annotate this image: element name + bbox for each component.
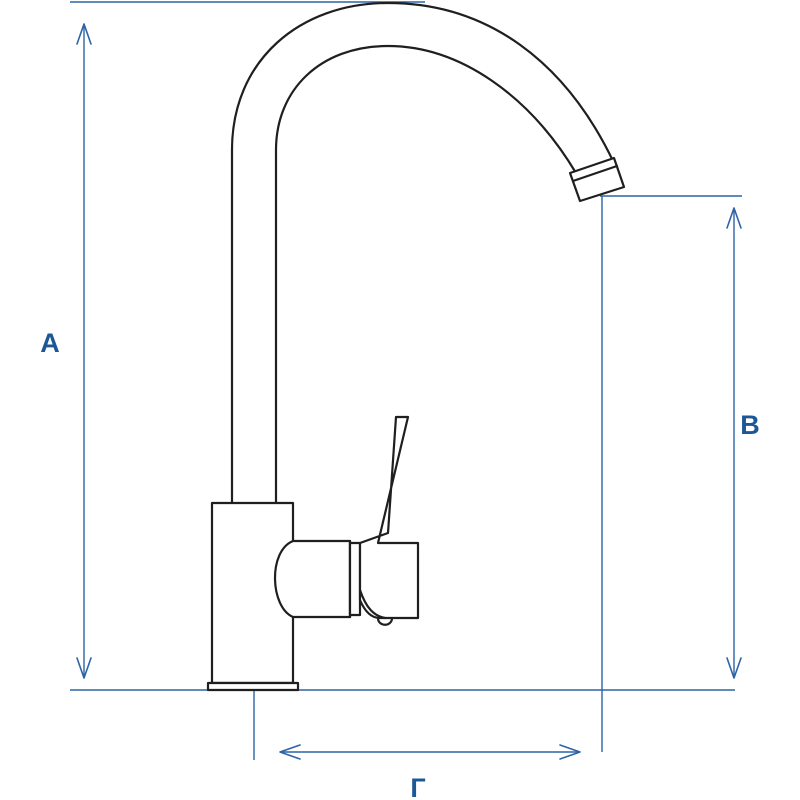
dim-b-arrow-bottom	[726, 657, 742, 679]
dimension-lines	[70, 1, 742, 760]
lever-screw	[376, 616, 394, 626]
cartridge-housing	[273, 539, 352, 619]
dim-g-arrow-left	[279, 744, 301, 760]
aerator-ring-line	[571, 164, 619, 183]
faucet-drawing	[206, 1, 626, 692]
dim-a-arrow-top	[76, 23, 92, 45]
lever-curve	[358, 588, 387, 620]
dim-a-arrow-bottom	[76, 657, 92, 679]
spout-inner-edge	[274, 44, 578, 505]
dim-label-a: A	[40, 328, 60, 358]
dim-label-g: Г	[410, 773, 425, 800]
dim-g-arrow-right	[559, 744, 581, 760]
dim-label-b: B	[740, 410, 760, 440]
dim-b-arrow-top	[726, 207, 742, 229]
base-plate	[206, 681, 300, 692]
collar-ring	[348, 541, 362, 617]
lever-handle	[358, 415, 420, 620]
spout-outer-edge	[230, 1, 616, 505]
